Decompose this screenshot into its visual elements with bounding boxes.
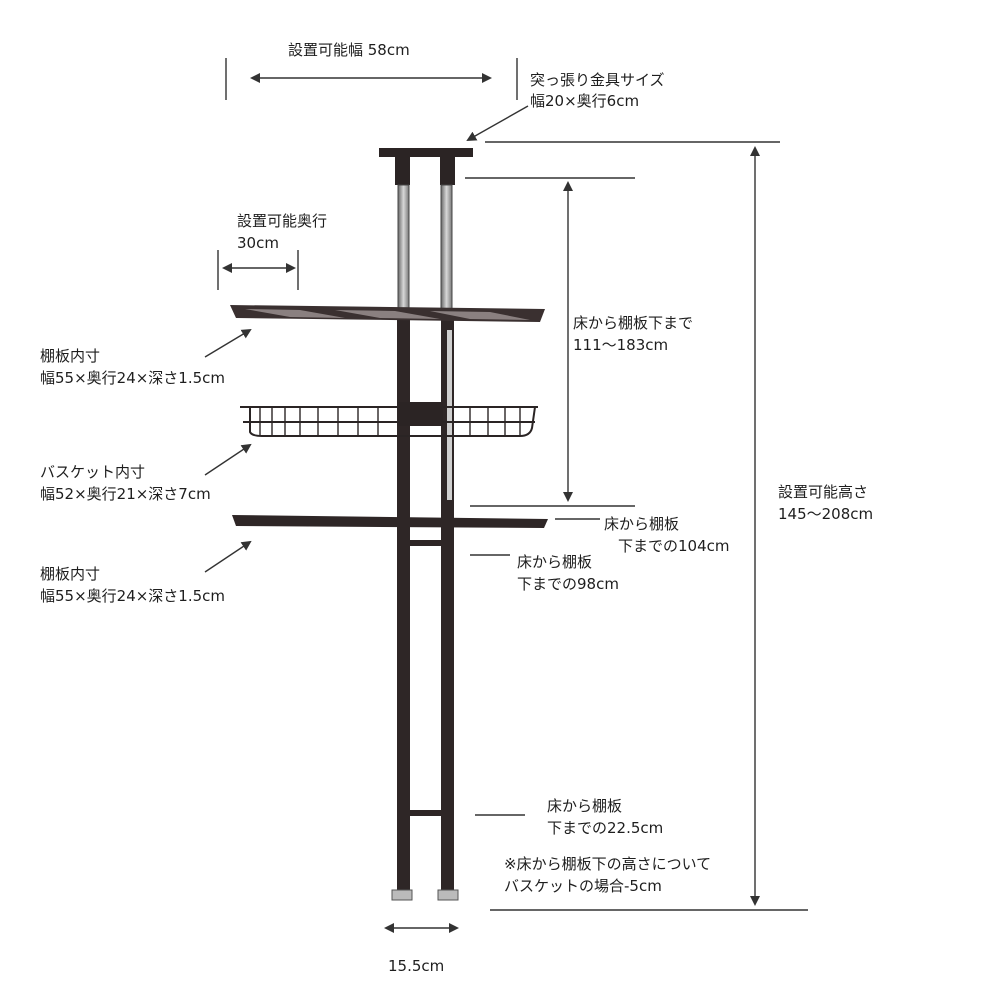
basket-arrow	[204, 443, 252, 476]
shelf-height-range-dimension	[465, 177, 635, 507]
install-height-value: 145～208cm	[778, 505, 874, 523]
install-depth-dimension	[217, 250, 299, 290]
bottom-rung-value: 下までの22.5cm	[547, 819, 664, 837]
note-line-2: バスケットの場合-5cm	[504, 877, 662, 895]
shelf-104-title: 床から棚板	[604, 515, 680, 533]
lower-shelf-title: 棚板内寸	[40, 565, 101, 583]
install-width-dimension	[225, 58, 518, 100]
shelf-98-title: 床から棚板	[517, 553, 593, 571]
bracket-size: 幅20×奥行6cm	[530, 92, 640, 110]
install-width-label: 設置可能幅 58cm	[288, 41, 410, 59]
top-shelf-arrow	[204, 328, 252, 358]
install-depth-title: 設置可能奥行	[237, 212, 328, 230]
floor-to-shelf-range-title: 床から棚板下まで	[573, 314, 694, 332]
top-shelf-title: 棚板内寸	[40, 347, 101, 365]
floor-to-shelf-range-value: 111～183cm	[573, 336, 669, 354]
bracket-pointer-arrow	[466, 105, 529, 141]
bracket-title: 突っ張り金具サイズ	[530, 71, 665, 89]
basket-size: 幅52×奥行21×深さ7cm	[40, 485, 211, 503]
install-depth-value: 30cm	[237, 234, 279, 252]
base-width-label: 15.5cm	[388, 957, 445, 975]
note-line-1: ※床から棚板下の高さについて	[504, 855, 712, 873]
lower-shelf-arrow	[204, 540, 252, 573]
install-height-dimension	[485, 141, 808, 911]
shelf-104-value: 下までの104cm	[618, 537, 730, 555]
top-shelf-size: 幅55×奥行24×深さ1.5cm	[40, 369, 226, 387]
lower-shelf-size: 幅55×奥行24×深さ1.5cm	[40, 587, 226, 605]
rack-illustration	[230, 148, 548, 901]
shelf-98-value: 下までの98cm	[517, 575, 619, 593]
basket-title: バスケット内寸	[40, 463, 146, 481]
install-height-title: 設置可能高さ	[778, 483, 869, 501]
bottom-rung-title: 床から棚板	[547, 797, 623, 815]
